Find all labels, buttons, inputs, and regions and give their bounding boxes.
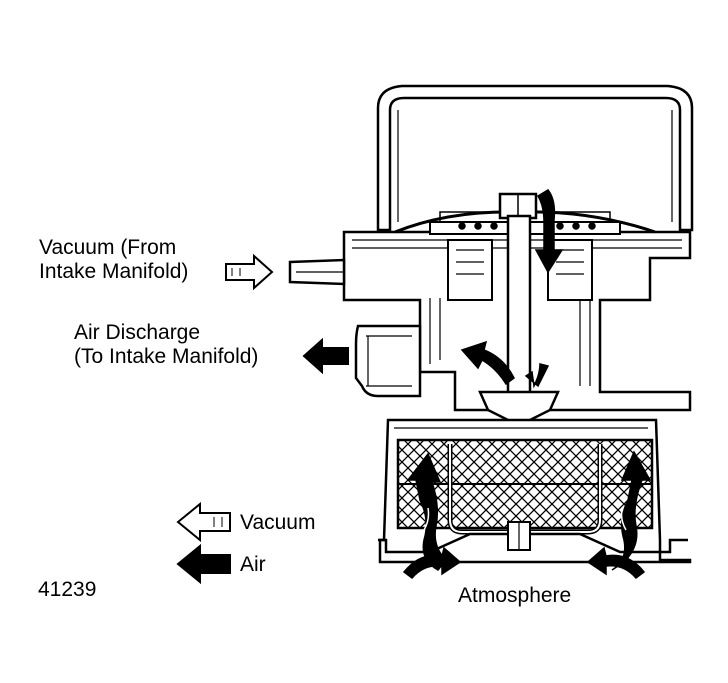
air-discharge-label-line1: Air Discharge (74, 321, 201, 344)
atmosphere-arrow-right (586, 546, 646, 580)
legend-air-arrow-icon (176, 543, 231, 585)
vacuum-source-label-line1: Vacuum (From (39, 236, 177, 259)
filter-air-arrow-right (611, 450, 652, 571)
internal-vacuum-arrow (534, 189, 564, 274)
diaphragm-cover (376, 84, 694, 232)
atmosphere-arrow-left (402, 546, 462, 580)
air-discharge-outlet (354, 324, 422, 398)
legend-air-label: Air (240, 553, 266, 576)
vacuum-source-arrow (225, 253, 274, 291)
air-discharge-arrow (302, 337, 349, 375)
figure-number: 41239 (38, 578, 97, 601)
vacuum-source-label: Vacuum (From Intake Manifold) (39, 236, 188, 284)
legend-vacuum-arrow-icon (176, 501, 231, 543)
internal-air-arrow-right (524, 363, 550, 389)
air-discharge-label-line2: (To Intake Manifold) (74, 345, 259, 368)
air-discharge-label: Air Discharge (To Intake Manifold) (74, 321, 258, 369)
filter-air-arrow-left (406, 452, 448, 571)
vacuum-source-label-line2: Intake Manifold) (39, 260, 189, 283)
legend-vacuum-label: Vacuum (240, 511, 316, 534)
internal-air-arrow-left (460, 340, 515, 386)
atmosphere-label: Atmosphere (458, 584, 572, 607)
valve-head (478, 390, 560, 424)
valve-stem (506, 214, 532, 396)
